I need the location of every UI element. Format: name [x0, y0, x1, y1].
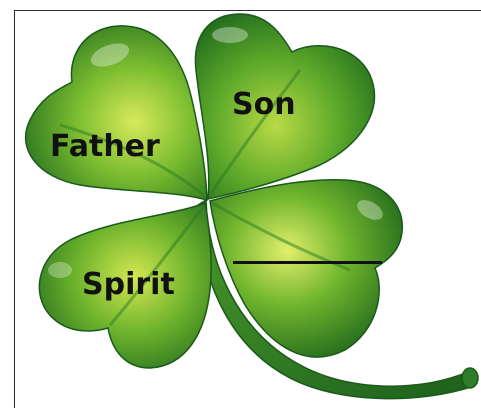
stem-end — [462, 368, 478, 388]
leaf-label-father: Father — [50, 132, 160, 162]
leaf-label-spirit: Spirit — [82, 270, 175, 300]
leaf-label-son: Son — [232, 90, 296, 120]
fill-in-blank-line — [233, 261, 382, 264]
